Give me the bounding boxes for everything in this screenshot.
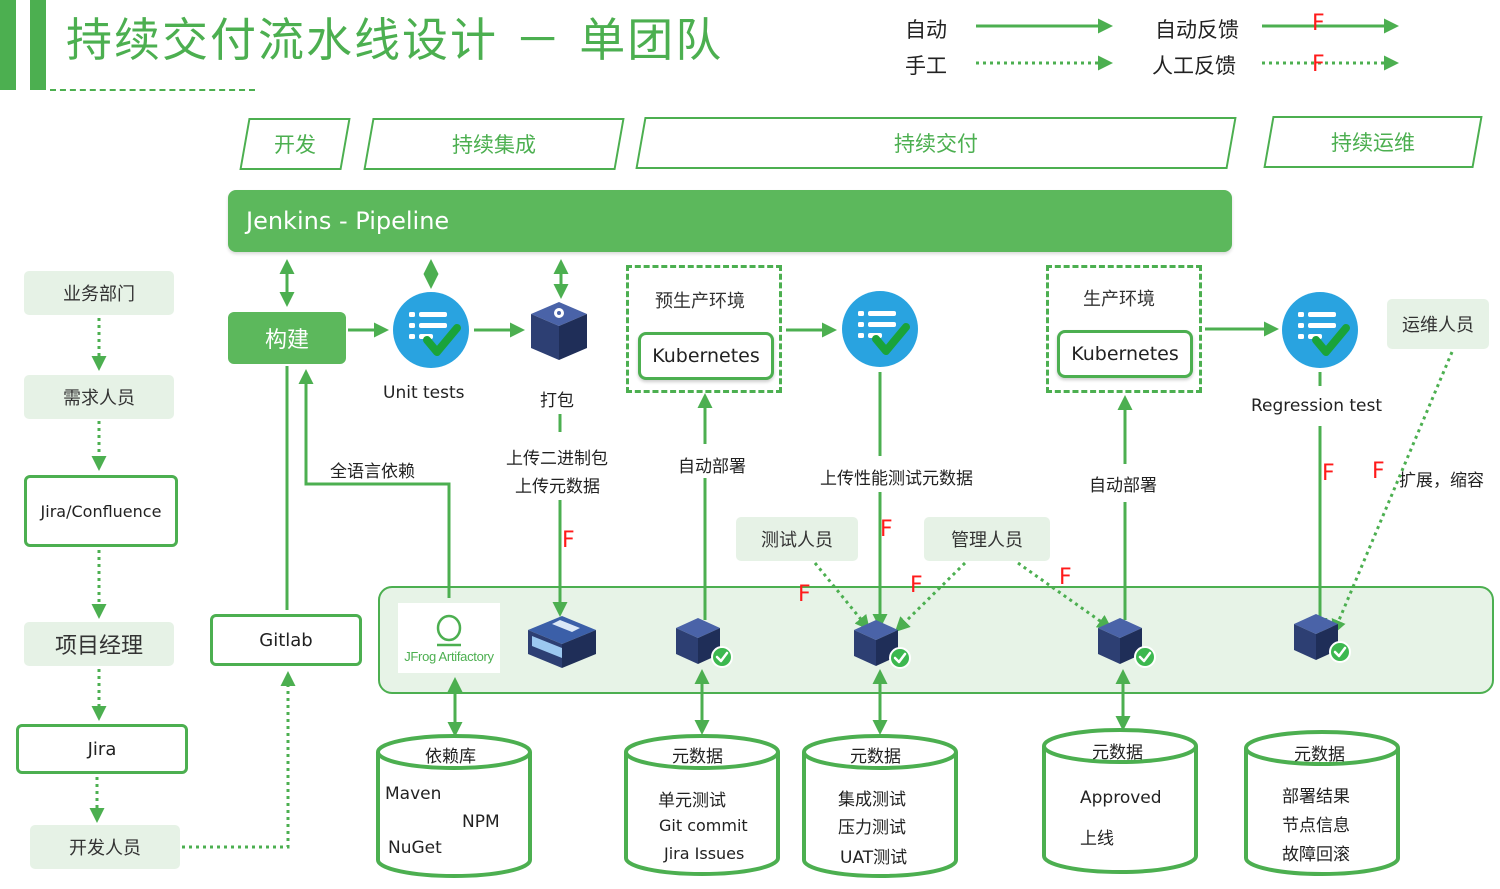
title-accent-bar — [0, 0, 16, 90]
title-accent-bar — [30, 0, 46, 90]
cylinder-line: 集成测试 — [838, 790, 906, 810]
preprod-env-title: 预生产环境 — [655, 291, 745, 312]
prod-kubernetes: Kubernetes — [1057, 330, 1193, 378]
edge-artifactory-build — [298, 369, 451, 598]
label-upload-metadata: 上传元数据 — [515, 477, 600, 497]
prod-env-title: 生产环境 — [1083, 289, 1155, 310]
title-underline — [50, 89, 255, 91]
role-ops: 运维人员 — [1387, 299, 1489, 349]
feedback-f-mark: F — [798, 582, 811, 607]
legend-f-mark: F — [1312, 11, 1325, 36]
role-tester: 测试人员 — [736, 517, 858, 561]
role-admin: 管理人员 — [924, 517, 1050, 561]
artifact-repository-zone — [378, 586, 1494, 694]
phase-label: 持续集成 — [452, 133, 536, 157]
role-business: 业务部门 — [24, 271, 174, 315]
label-all-dependencies: 全语言依赖 — [330, 462, 415, 482]
cylinder-line: UAT测试 — [840, 848, 908, 868]
cylinder-line: NPM — [462, 812, 500, 832]
unit-tests-icon — [393, 292, 469, 368]
preprod-env — [626, 265, 782, 393]
role-requirements: 需求人员 — [24, 375, 174, 419]
label-upload-perf-metadata: 上传性能测试元数据 — [820, 469, 973, 489]
cylinder-title: 元数据 — [1092, 743, 1143, 763]
package-label: 打包 — [540, 391, 574, 411]
integration-tests-icon — [842, 291, 918, 367]
legend-manual-label: 手工 — [905, 54, 947, 78]
phase-develop: 开发 — [239, 118, 351, 170]
jira-box: Jira — [16, 724, 188, 774]
phase-label: 开发 — [274, 133, 316, 157]
feedback-f-mark: F — [880, 517, 893, 542]
build-step: 构建 — [228, 312, 346, 364]
phase-label: 持续运维 — [1331, 131, 1415, 155]
edge-dev-gitlab — [182, 671, 296, 849]
legend-auto-feedback-label: 自动反馈 — [1155, 18, 1239, 42]
package-icon — [531, 302, 587, 360]
regression-test-label: Regression test — [1251, 396, 1383, 416]
cylinder-line: NuGet — [388, 838, 442, 858]
phase-ci: 持续集成 — [363, 118, 625, 170]
phase-ops: 持续运维 — [1263, 116, 1483, 168]
cylinder-line: 单元测试 — [658, 791, 726, 811]
role-project-manager: 项目经理 — [24, 622, 174, 666]
unit-tests-label: Unit tests — [383, 383, 465, 403]
jenkins-pipeline-bar: Jenkins - Pipeline — [228, 190, 1232, 252]
cylinder-title: 元数据 — [850, 747, 901, 767]
artifactory-icon — [436, 614, 462, 646]
cylinder-line: Maven — [385, 784, 442, 804]
page-title: 持续交付流水线设计 － 单团队 — [66, 13, 724, 67]
label-auto-deploy-preprod: 自动部署 — [678, 457, 746, 477]
legend-auto-label: 自动 — [905, 18, 947, 42]
cylinder-title: 元数据 — [672, 747, 723, 767]
cylinder-title: 依赖库 — [425, 747, 476, 767]
cylinder-line: Git commit — [659, 816, 748, 835]
cylinder-line: 压力测试 — [838, 818, 906, 838]
cylinder-line: 节点信息 — [1282, 816, 1350, 836]
regression-test-icon — [1282, 292, 1358, 368]
preprod-kubernetes: Kubernetes — [638, 332, 774, 380]
cylinder-line: Jira Issues — [664, 844, 745, 863]
cylinder-line: 部署结果 — [1282, 787, 1350, 807]
artifactory-label: JFrog Artifactory — [404, 648, 494, 664]
cylinder-line: Approved — [1080, 788, 1162, 808]
label-upload-binary: 上传二进制包 — [506, 449, 608, 469]
prod-env — [1046, 265, 1202, 393]
phase-label: 持续交付 — [894, 132, 978, 156]
feedback-f-mark: F — [1372, 459, 1385, 484]
feedback-f-mark: F — [1059, 565, 1072, 590]
cylinder-title: 元数据 — [1294, 745, 1345, 765]
phase-cd: 持续交付 — [635, 117, 1237, 169]
feedback-f-mark: F — [562, 528, 575, 553]
cylinder-line: 故障回滚 — [1282, 845, 1350, 865]
legend-manual-feedback-label: 人工反馈 — [1152, 54, 1236, 78]
role-developer: 开发人员 — [30, 825, 180, 869]
jira-confluence-box: Jira/Confluence — [24, 475, 178, 547]
feedback-f-mark: F — [1322, 461, 1335, 486]
feedback-f-mark: F — [910, 573, 923, 598]
label-auto-deploy-prod: 自动部署 — [1089, 476, 1157, 496]
label-scale: 扩展，缩容 — [1399, 471, 1484, 491]
jfrog-artifactory-logo: JFrog Artifactory — [398, 603, 500, 673]
cylinder-line: 上线 — [1080, 829, 1114, 849]
gitlab-box: Gitlab — [210, 614, 362, 666]
legend-f-mark: F — [1312, 52, 1325, 77]
